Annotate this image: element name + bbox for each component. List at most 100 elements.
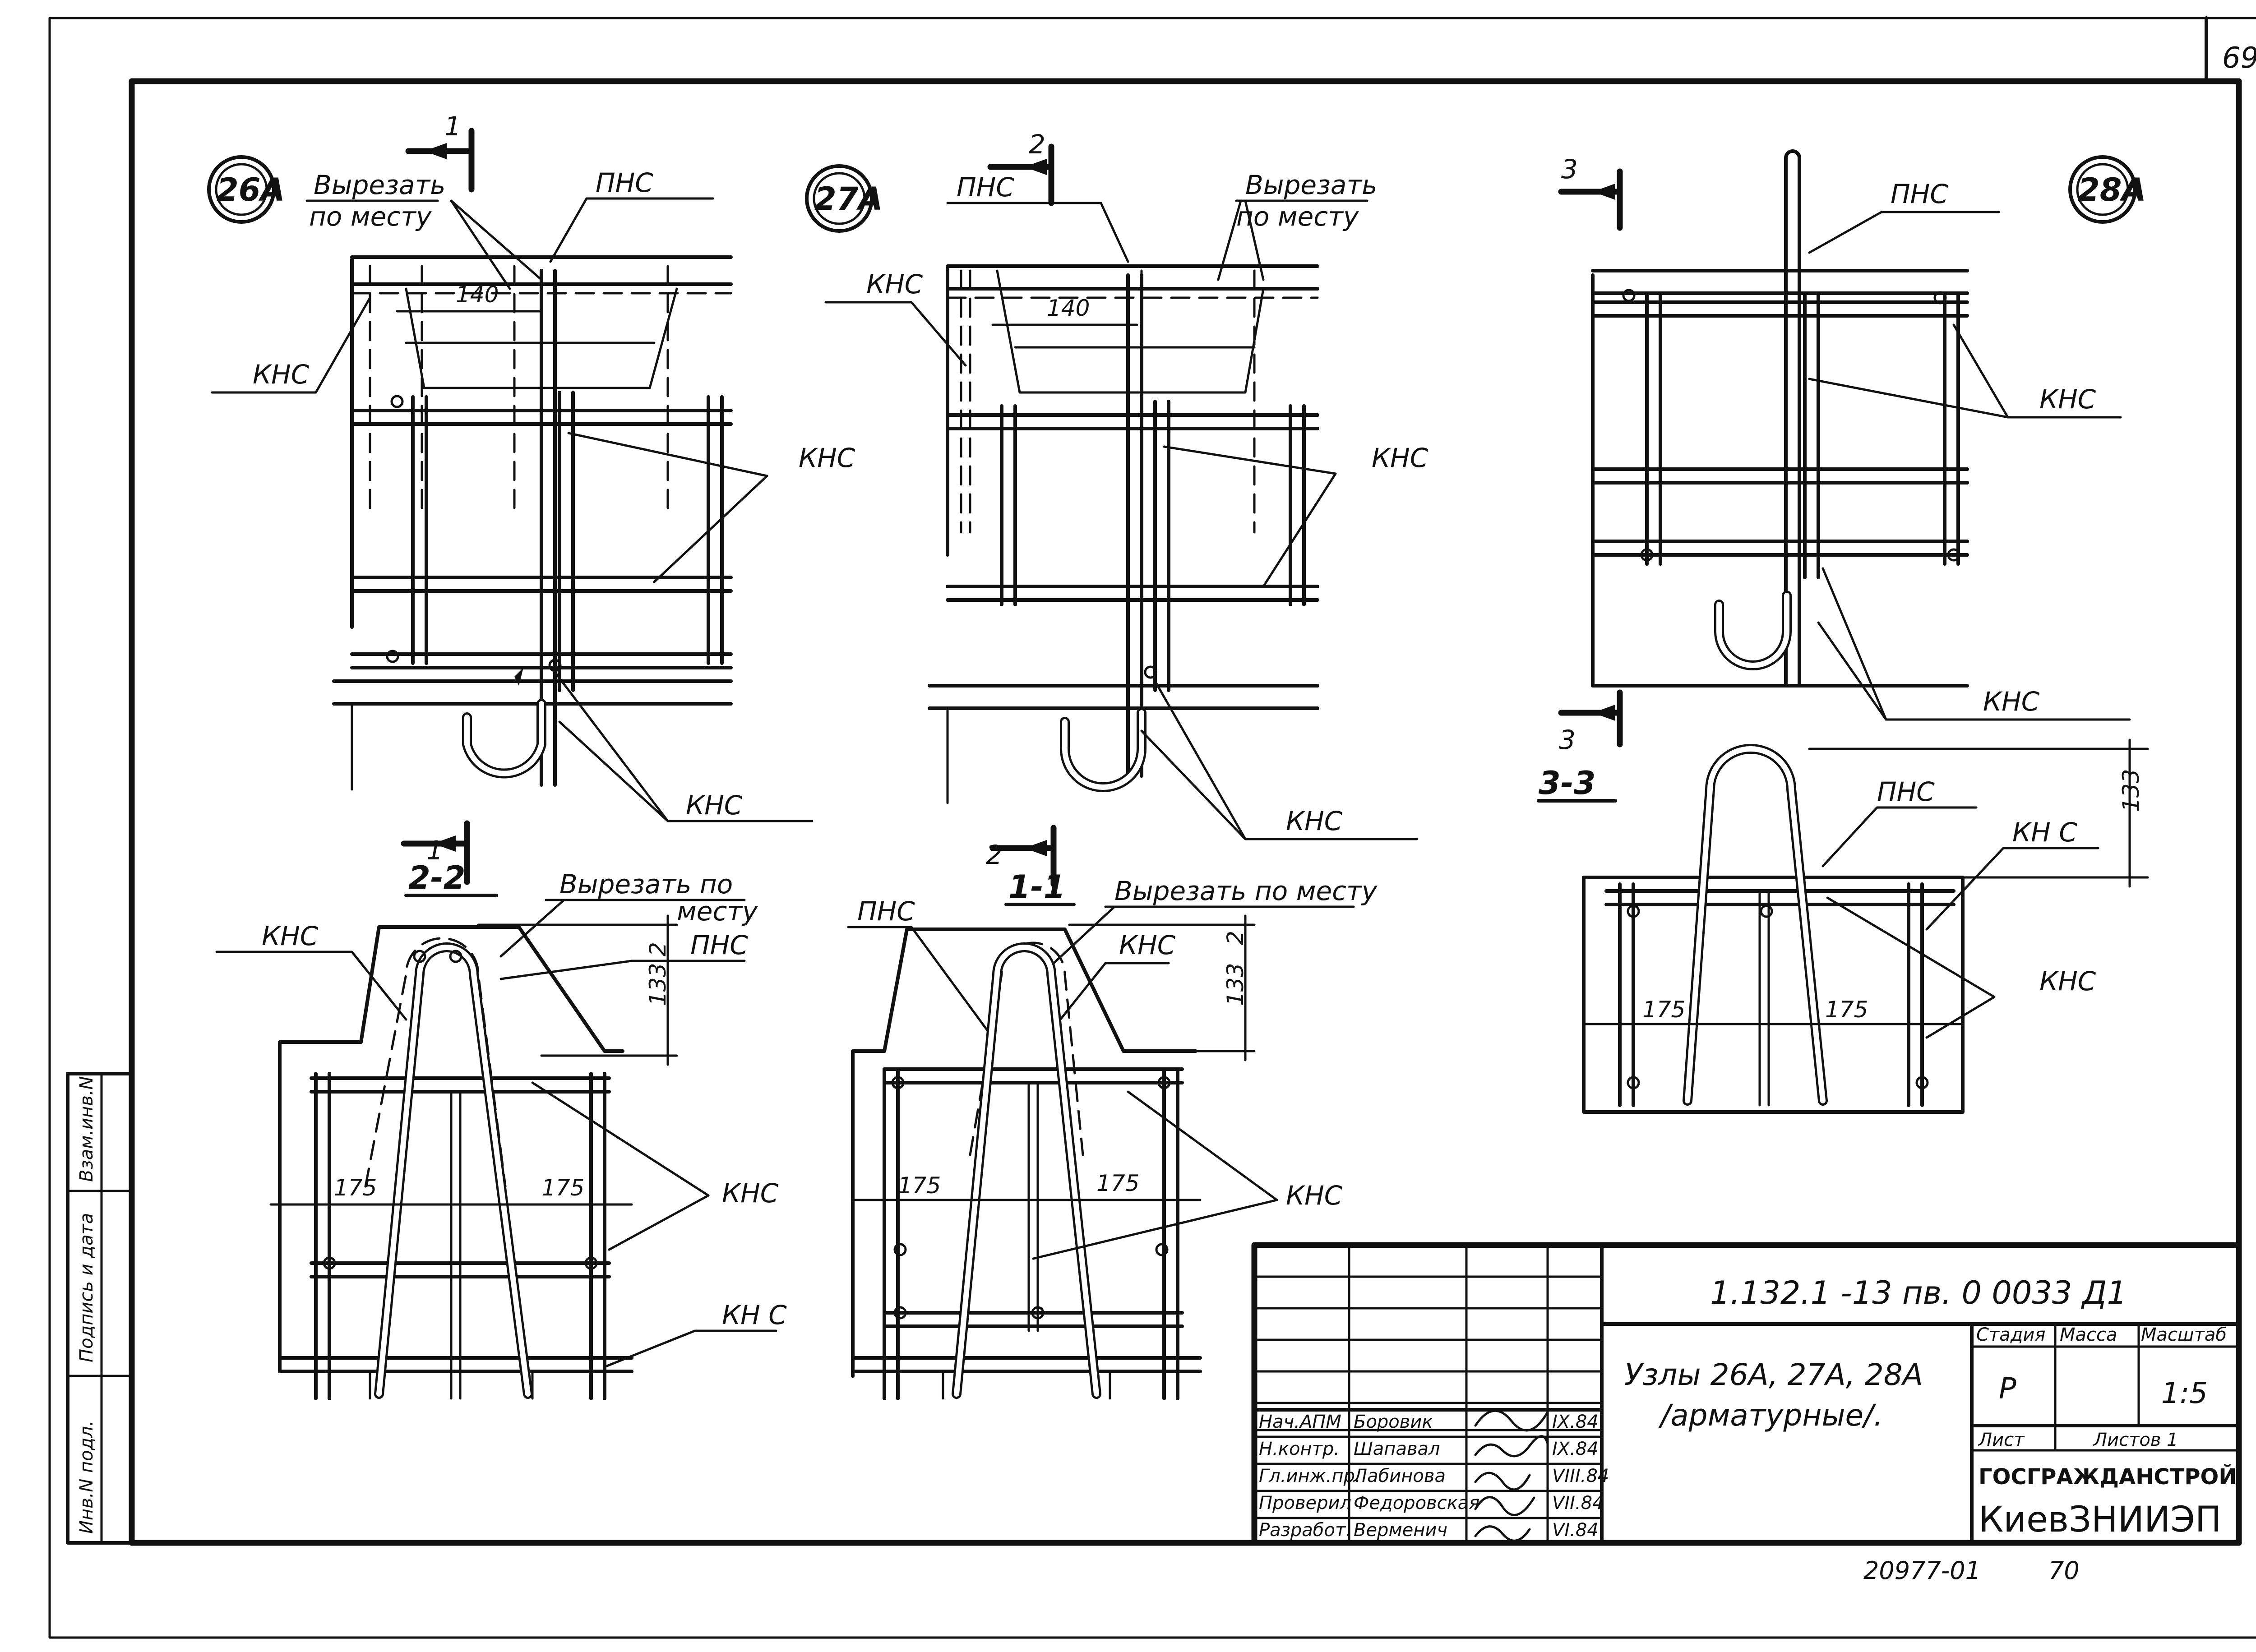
title-block: 1.132.1 -13 пв. 0 0033 Д1 Узлы 26А, 27А,… [1251, 1242, 2242, 1546]
title-line-1: Узлы 26А, 27А, 28А [1624, 1357, 1923, 1392]
dim-2-11: 2 [1222, 931, 1248, 945]
dim-175-22a: 175 [334, 1175, 377, 1201]
side-label-replace: Взам.инв.N [76, 1076, 97, 1182]
header-stage: Стадия [1976, 1324, 2045, 1345]
kns-27a-top: КНС [866, 269, 923, 300]
kns-22-bottom: КН С [722, 1300, 787, 1330]
signature-mark [1474, 1472, 1531, 1491]
kns-27a-right: КНС [1372, 443, 1428, 473]
stage-value: Р [1999, 1372, 2016, 1406]
section-2-2-title: 2-2 [408, 859, 465, 896]
dim-175-22b: 175 [541, 1175, 584, 1201]
signature-row: Разработ. Верменич VI.84 [1259, 1520, 1599, 1542]
dim-140-26a: 140 [456, 281, 499, 308]
side-label-sign: Подпись и дата [76, 1213, 97, 1362]
signature-row: Нач.АПМ Боровик IX.84 [1259, 1409, 1599, 1432]
kns-26a-left: КНС [253, 359, 310, 390]
signature-mark [1474, 1435, 1549, 1458]
dim-175-3a: 175 [1642, 997, 1685, 1023]
pns-22: ПНС [690, 930, 748, 960]
signature-row: Н.контр. Шапавал IX.84 [1259, 1435, 1599, 1459]
dim-140-27a: 140 [1047, 295, 1090, 321]
page-number: 69 [2222, 42, 2256, 75]
kns-28a-right: КНС [2039, 384, 2096, 415]
header-scale: Масштаб [2141, 1324, 2227, 1345]
node-27a-label: 27А [814, 180, 883, 217]
org-line-2: КиевЗНИИЭП [1979, 1500, 2222, 1540]
node-26a-plan: 26А 1 Вырезать по месту ПНС 140 [207, 111, 855, 822]
dim-175-3b: 175 [1825, 997, 1868, 1023]
kns-26a-right: КНС [799, 443, 855, 473]
svg-text:VIII.84: VIII.84 [1552, 1466, 1609, 1486]
kns-33-right: КНС [2039, 966, 2096, 997]
svg-text:Н.контр.: Н.контр. [1259, 1439, 1340, 1459]
svg-text:VI.84: VI.84 [1552, 1520, 1599, 1541]
section-1-1: 2 1-1 Вырезать по месту ПНС КНС 175 175 … [847, 825, 1378, 1400]
kns-28a-bottom: КНС [1983, 686, 2040, 717]
org-line-1: ГОСГРАЖДАНСТРОЙ [1979, 1464, 2237, 1490]
sheet-frame: 69 [48, 16, 2256, 1639]
node-28a-label: 28А [2078, 171, 2146, 208]
dim-133-22: 133 [645, 963, 671, 1006]
svg-text:Гл.инж.пр.: Гл.инж.пр. [1259, 1466, 1361, 1486]
svg-text:Верменич: Верменич [1354, 1520, 1447, 1541]
header-mass: Масса [2060, 1324, 2117, 1345]
signature-mark [1474, 1409, 1549, 1432]
scale-value: 1:5 [2161, 1377, 2208, 1410]
left-margin-strip: Инв.N подл. Подпись и дата Взам.инв.N [66, 1072, 134, 1545]
section-3-3-title: 3-3 [1539, 765, 1595, 802]
svg-text:Федоровская: Федоровская [1354, 1493, 1479, 1514]
node-26a-label: 26А [217, 171, 285, 208]
cut-note-27a-1: Вырезать [1245, 170, 1377, 200]
archive-number: 20977-01 [1863, 1556, 1981, 1585]
node-28a-plan: 28А 3 ПНС КНС КНС 3 [1558, 149, 2146, 755]
sheets-label: Листов 1 [2093, 1430, 2178, 1450]
pns-11: ПНС [857, 896, 915, 927]
pns-33: ПНС [1877, 776, 1935, 807]
cut-note-26a-2: по месту [309, 201, 432, 232]
document-code: 1.132.1 -13 пв. 0 0033 Д1 [1710, 1274, 2127, 1311]
node-27a-plan: 27А 2 ПНС Вырезать по месту КНС 140 КНС [805, 129, 1428, 840]
cut-note-11: Вырезать по месту [1114, 876, 1378, 906]
section-marker-1-top: 1 [444, 111, 461, 142]
pns-27a: ПНС [957, 172, 1014, 203]
svg-text:Нач.АПМ: Нач.АПМ [1259, 1412, 1341, 1432]
kns-26a-bottom: КНС [686, 790, 743, 821]
side-label-inv: Инв.N подл. [76, 1420, 97, 1534]
svg-text:Проверил: Проверил [1259, 1493, 1351, 1514]
pns-28a: ПНС [1891, 179, 1948, 209]
kns-22-right: КНС [722, 1178, 779, 1209]
svg-text:IX.84: IX.84 [1552, 1412, 1599, 1432]
pns-26a: ПНС [596, 167, 653, 198]
cut-note-22-1: Вырезать по [559, 869, 733, 900]
signature-row: Проверил Федоровская VII.84 [1259, 1493, 1604, 1516]
archive-page: 70 [2048, 1556, 2080, 1585]
dim-175-11b: 175 [1096, 1170, 1139, 1196]
kns-22-left: КНС [262, 921, 319, 951]
section-2-2: 1 2-2 Вырезать по месту КНС ПНС 175 175 [215, 820, 787, 1400]
dim-175-11a: 175 [898, 1172, 941, 1199]
svg-text:Лабинова: Лабинова [1353, 1466, 1446, 1486]
title-line-2: /арматурные/. [1658, 1398, 1883, 1433]
section-marker-3-top: 3 [1561, 154, 1578, 185]
section-marker-2-bottom: 2 [986, 840, 1003, 870]
kns-11-right: КНС [1286, 1180, 1343, 1211]
svg-text:Разработ.: Разработ. [1259, 1520, 1351, 1541]
svg-text:Боровик: Боровик [1354, 1412, 1433, 1432]
dim-133-11: 133 [1222, 963, 1248, 1006]
svg-text:VII.84: VII.84 [1552, 1493, 1604, 1514]
signature-row: Гл.инж.пр. Лабинова VIII.84 [1259, 1466, 1609, 1491]
cut-note-27a-2: по месту [1236, 201, 1359, 232]
section-1-1-title: 1-1 [1008, 868, 1065, 905]
section-marker-3-bottom: 3 [1559, 724, 1576, 755]
sheet-label: Лист [1978, 1430, 2025, 1450]
dim-133-3: 133 [2118, 769, 2144, 812]
signature-mark [1474, 1525, 1531, 1542]
dim-2-22: 2 [645, 942, 671, 956]
cut-note-26a-1: Вырезать [314, 170, 445, 200]
svg-text:IX.84: IX.84 [1552, 1439, 1599, 1459]
section-3-3: 3-3 175 175 133 ПНС КН С КНС [1537, 738, 2149, 1114]
kns-27a-bottom: КНС [1286, 806, 1343, 836]
section-marker-1-bottom: 1 [426, 835, 443, 866]
